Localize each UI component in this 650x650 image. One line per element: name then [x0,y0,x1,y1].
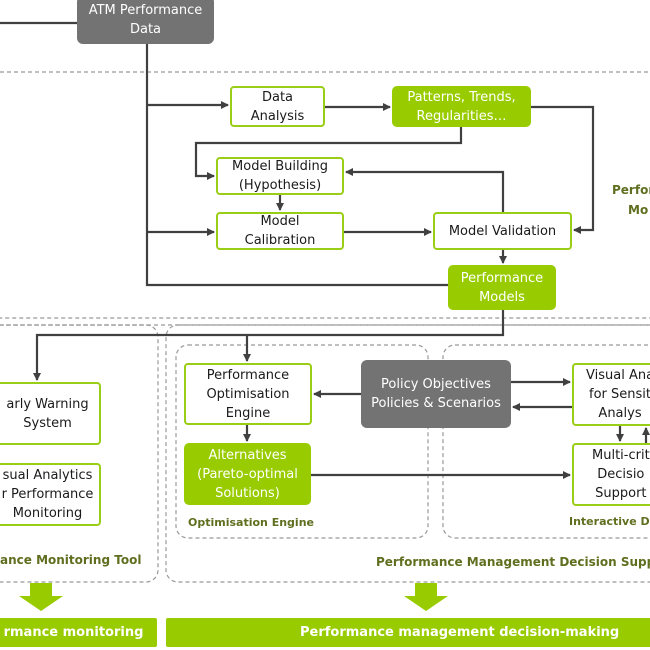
policy-node: Policy Objectives Policies & Scenarios [361,360,511,428]
monitoring-tool-region [0,324,159,583]
patterns-node: Patterns, Trends, Regularities… [392,86,531,127]
monitoring-output-arrow [19,583,63,611]
alternatives-node: Alternatives (Pareto-optimal Solutions) [184,443,311,505]
interactive-label: Interactive Da [569,515,650,528]
optimisation-engine-label: Optimisation Engine [188,516,314,529]
decision-output-bar: Performance management decision-making [166,618,650,647]
data-analysis-node: Data Analysis [230,86,325,127]
visual-monitoring-node: sual Analytics r Performance Monitoring [0,463,101,526]
visual-sensitivity-node: Visual Ana for Sensit Analys [572,363,650,426]
decision-output-arrow [404,583,448,611]
modelling-region [0,71,650,319]
performance-optimisation-engine-node: Performance Optimisation Engine [184,363,312,425]
interactive-region [442,344,650,539]
performance-models-node: Performance Models [448,265,556,310]
decision-support-region [165,324,650,583]
modelling-label-line2: Mo [628,203,649,217]
early-warning-node: arly Warning System [0,382,101,445]
model-building-node: Model Building (Hypothesis) [216,157,344,195]
atm-performance-data-node: ATM Performance Data [77,0,214,44]
modelling-label-line1: Perfor [612,183,650,197]
monitoring-output-bar: rmance monitoring [0,618,157,647]
model-calibration-node: Model Calibration [216,212,344,250]
decision-support-label: Performance Management Decision Suppo [376,555,650,569]
optimisation-engine-region [175,344,429,539]
monitoring-tool-label: ance Monitoring Tool [0,553,142,567]
model-validation-node: Model Validation [433,212,572,250]
multi-criteria-node: Multi-crit Decisio Support [572,443,650,506]
